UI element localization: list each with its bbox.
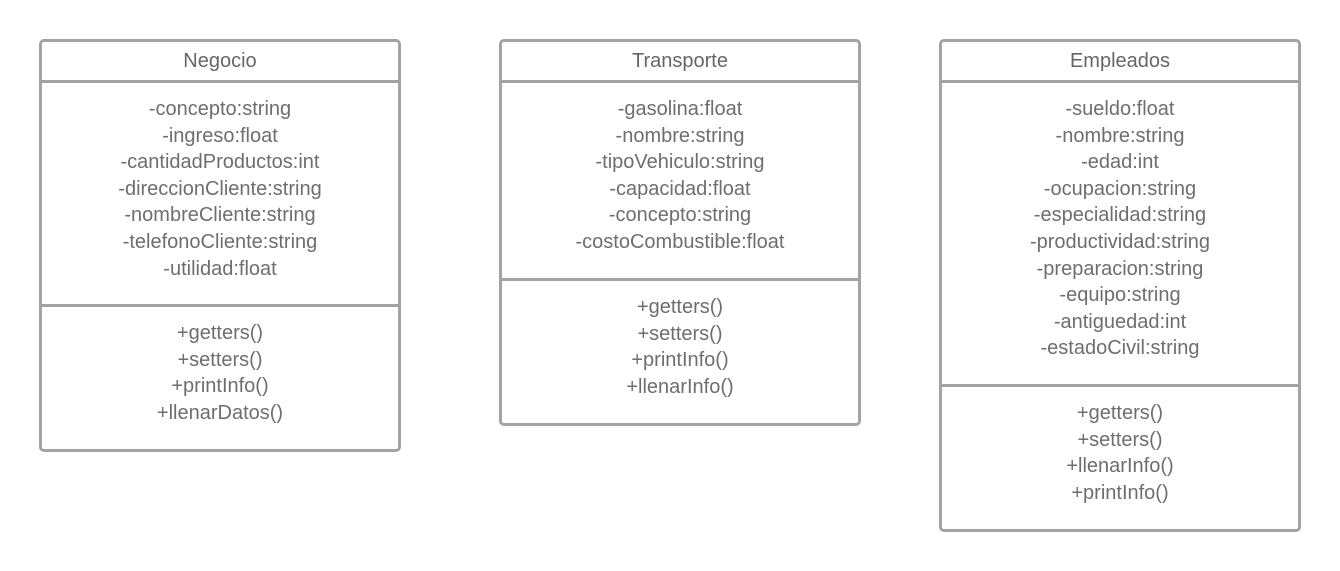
methods-section: +getters() +setters() +printInfo() +llen…	[502, 281, 858, 400]
attribute: -ocupacion:string	[1043, 177, 1197, 200]
attribute: -tipoVehiculo:string	[595, 151, 765, 174]
attribute: -edad:int	[1081, 151, 1159, 174]
method: +getters()	[176, 322, 264, 344]
attribute: -sueldo:float	[1065, 98, 1175, 120]
attributes-section: -gasolina:float -nombre:string -tipoVehi…	[502, 83, 858, 281]
class-box-transporte[interactable]: Transporte -gasolina:float -nombre:strin…	[499, 39, 861, 426]
attributes-section: -sueldo:float -nombre:string -edad:int -…	[942, 83, 1298, 387]
methods-section: +getters() +setters() +llenarInfo() +pri…	[942, 387, 1298, 506]
method: +getters()	[1076, 402, 1164, 424]
attribute: -estadoCivil:string	[1040, 337, 1200, 360]
method: +setters()	[177, 348, 263, 371]
attribute: -capacidad:float	[609, 177, 751, 200]
attribute: -gasolina:float	[617, 98, 743, 120]
attribute: -especialidad:string	[1033, 204, 1207, 227]
class-name: Transporte	[502, 42, 858, 83]
method: +llenarInfo()	[1066, 455, 1174, 478]
method: +setters()	[1077, 428, 1163, 451]
method: +printInfo()	[1071, 481, 1169, 504]
attribute: -concepto:string	[608, 204, 752, 227]
class-name: Negocio	[42, 42, 398, 83]
class-name: Empleados	[942, 42, 1298, 83]
methods-section: +getters() +setters() +printInfo() +llen…	[42, 307, 398, 426]
attributes-section: -concepto:string -ingreso:float -cantida…	[42, 83, 398, 307]
attribute: -nombre:string	[1055, 124, 1185, 147]
attribute: -antiguedad:int	[1053, 310, 1187, 333]
attribute: -utilidad:float	[163, 257, 277, 280]
method: +printInfo()	[631, 349, 729, 372]
method: +printInfo()	[171, 375, 269, 398]
class-box-empleados[interactable]: Empleados -sueldo:float -nombre:string -…	[939, 39, 1301, 532]
attribute: -direccionCliente:string	[118, 177, 322, 200]
attribute: -nombreCliente:string	[124, 204, 316, 227]
attribute: -productividad:string	[1029, 230, 1211, 253]
attribute: -telefonoCliente:string	[122, 230, 318, 253]
attribute: -ingreso:float	[162, 124, 278, 147]
method: +llenarDatos()	[156, 401, 284, 424]
attribute: -costoCombustible:float	[575, 230, 785, 253]
method: +getters()	[636, 296, 724, 318]
attribute: -preparacion:string	[1036, 257, 1204, 280]
attribute: -equipo:string	[1059, 284, 1181, 307]
class-box-negocio[interactable]: Negocio -concepto:string -ingreso:float …	[39, 39, 401, 452]
attribute: -cantidadProductos:int	[120, 151, 320, 174]
method: +llenarInfo()	[626, 375, 734, 398]
attribute: -concepto:string	[148, 98, 292, 120]
attribute: -nombre:string	[615, 124, 745, 147]
method: +setters()	[637, 322, 723, 345]
